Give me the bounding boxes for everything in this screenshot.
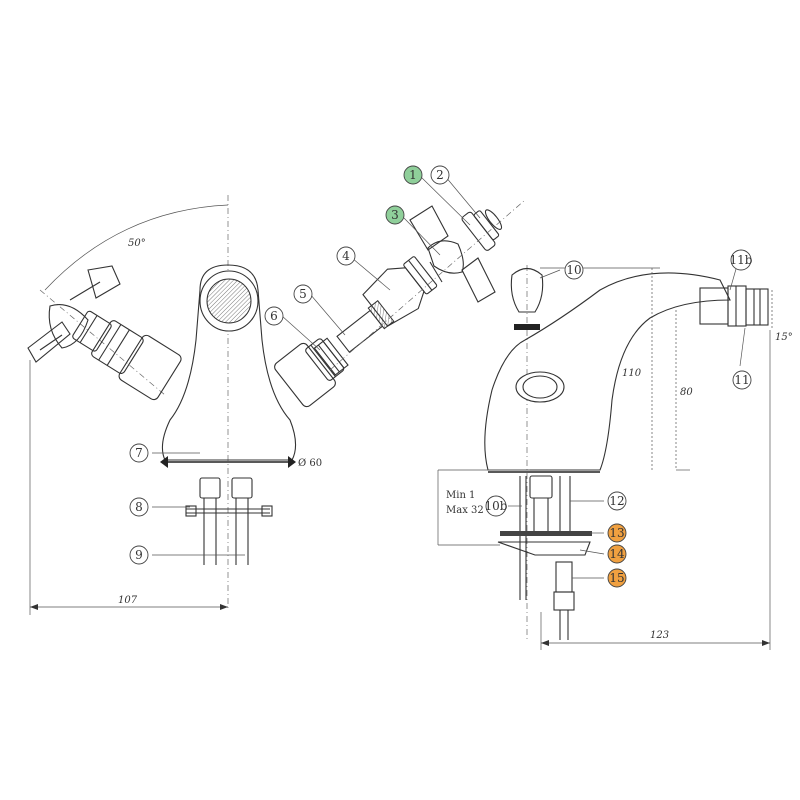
left-cross-handle bbox=[27, 265, 121, 363]
callout-circle bbox=[607, 523, 627, 543]
deck-min-label: Min 1 bbox=[446, 490, 475, 501]
callout-number: 9 bbox=[135, 548, 143, 562]
front-view: 50° Ø 60 bbox=[27, 175, 526, 615]
deck-max-label: Max 32 bbox=[446, 505, 484, 516]
base-marker-right bbox=[288, 456, 296, 468]
callout-circle bbox=[129, 443, 149, 463]
callout-12: 12 bbox=[607, 491, 627, 511]
callout-number: 1 bbox=[409, 168, 417, 182]
supply-pipes-left bbox=[185, 477, 273, 565]
angle-ray bbox=[39, 289, 166, 396]
side-aerator-inner bbox=[522, 375, 558, 399]
callout-circle bbox=[430, 165, 450, 185]
leader-10 bbox=[539, 269, 561, 279]
callout-circle bbox=[129, 545, 149, 565]
callout-circle bbox=[730, 249, 752, 271]
part-6-nut bbox=[313, 337, 349, 376]
callout-11b: 11b bbox=[730, 249, 753, 271]
callout-circle bbox=[336, 246, 356, 266]
part-11-nozzle bbox=[699, 285, 769, 327]
leader-2 bbox=[444, 175, 481, 219]
callout-10: 10 bbox=[564, 260, 584, 280]
leader-4 bbox=[351, 257, 391, 291]
callout-11: 11 bbox=[732, 370, 752, 390]
callout-circle bbox=[564, 260, 584, 280]
callout-number: 10 bbox=[566, 263, 581, 277]
side-view: 15° 110 80 Min 1 Max 32 bbox=[437, 261, 793, 650]
callout-number: 8 bbox=[135, 500, 143, 514]
callout-13: 13 bbox=[607, 523, 627, 543]
callout-number: 13 bbox=[609, 526, 624, 540]
callout-number: 2 bbox=[436, 168, 444, 182]
side-fittings bbox=[497, 475, 592, 640]
callout-7: 7 bbox=[129, 443, 149, 463]
dim-107-label: 107 bbox=[118, 595, 138, 606]
part-3-handle bbox=[409, 205, 496, 303]
base-marker-left bbox=[160, 456, 168, 468]
angle-15-label: 15° bbox=[775, 332, 793, 343]
callout-8: 8 bbox=[129, 497, 149, 517]
leader-1 bbox=[419, 175, 471, 226]
callout-circle bbox=[403, 165, 423, 185]
dim-80-label: 80 bbox=[680, 387, 693, 398]
callout-number: 15 bbox=[609, 571, 624, 585]
callout-2: 2 bbox=[430, 165, 450, 185]
callout-9: 9 bbox=[129, 545, 149, 565]
callout-10b: 10b bbox=[485, 495, 508, 517]
part-13-plate bbox=[500, 531, 592, 536]
left-valve-assembly bbox=[72, 310, 182, 401]
callout-number: 10b bbox=[485, 499, 508, 513]
callout-circle bbox=[485, 495, 507, 517]
callout-4: 4 bbox=[336, 246, 356, 266]
part-5-spindle bbox=[336, 300, 395, 353]
callout-number: 5 bbox=[299, 287, 307, 301]
callout-14: 14 bbox=[607, 544, 627, 564]
leader-14 bbox=[579, 549, 605, 555]
callout-circle bbox=[607, 568, 627, 588]
leader-11 bbox=[739, 327, 746, 367]
callout-circle bbox=[607, 544, 627, 564]
callout-number: 11b bbox=[730, 253, 753, 267]
part-10-knob bbox=[510, 267, 544, 313]
part-10-oring bbox=[514, 324, 540, 330]
valve-axis-line bbox=[329, 199, 526, 371]
callout-15: 15 bbox=[607, 568, 627, 588]
callout-3: 3 bbox=[385, 205, 405, 225]
part-14-bracket bbox=[497, 541, 591, 556]
angle-arc bbox=[44, 204, 229, 291]
callout-number: 3 bbox=[391, 208, 399, 222]
callout-1: 1 bbox=[403, 165, 423, 185]
mixer-body bbox=[161, 264, 297, 461]
callout-circle bbox=[129, 497, 149, 517]
leader-6 bbox=[281, 315, 321, 351]
spout-body bbox=[484, 272, 731, 471]
leader-5 bbox=[309, 293, 346, 336]
part-4-bell bbox=[362, 256, 438, 327]
diameter-60-label: Ø 60 bbox=[298, 458, 322, 469]
callout-number: 11 bbox=[734, 373, 749, 387]
callout-circle bbox=[293, 284, 313, 304]
callout-circle bbox=[264, 306, 284, 326]
callout-number: 6 bbox=[270, 309, 278, 323]
callout-circle bbox=[607, 491, 627, 511]
callout-circle bbox=[732, 370, 752, 390]
callout-number: 4 bbox=[342, 249, 350, 263]
dim-123-label: 123 bbox=[650, 630, 669, 641]
callout-5: 5 bbox=[293, 284, 313, 304]
dim-110-label: 110 bbox=[622, 368, 642, 379]
callout-number: 12 bbox=[609, 494, 624, 508]
part-2-cap bbox=[461, 209, 503, 251]
callout-6: 6 bbox=[264, 306, 284, 326]
part-15-nut bbox=[555, 561, 573, 593]
callout-number: 7 bbox=[135, 446, 143, 460]
angle-50-label: 50° bbox=[128, 238, 146, 249]
callout-number: 14 bbox=[609, 547, 625, 561]
leader-3 bbox=[403, 217, 441, 256]
aerator-mesh bbox=[206, 278, 252, 324]
callout-circle bbox=[385, 205, 405, 225]
